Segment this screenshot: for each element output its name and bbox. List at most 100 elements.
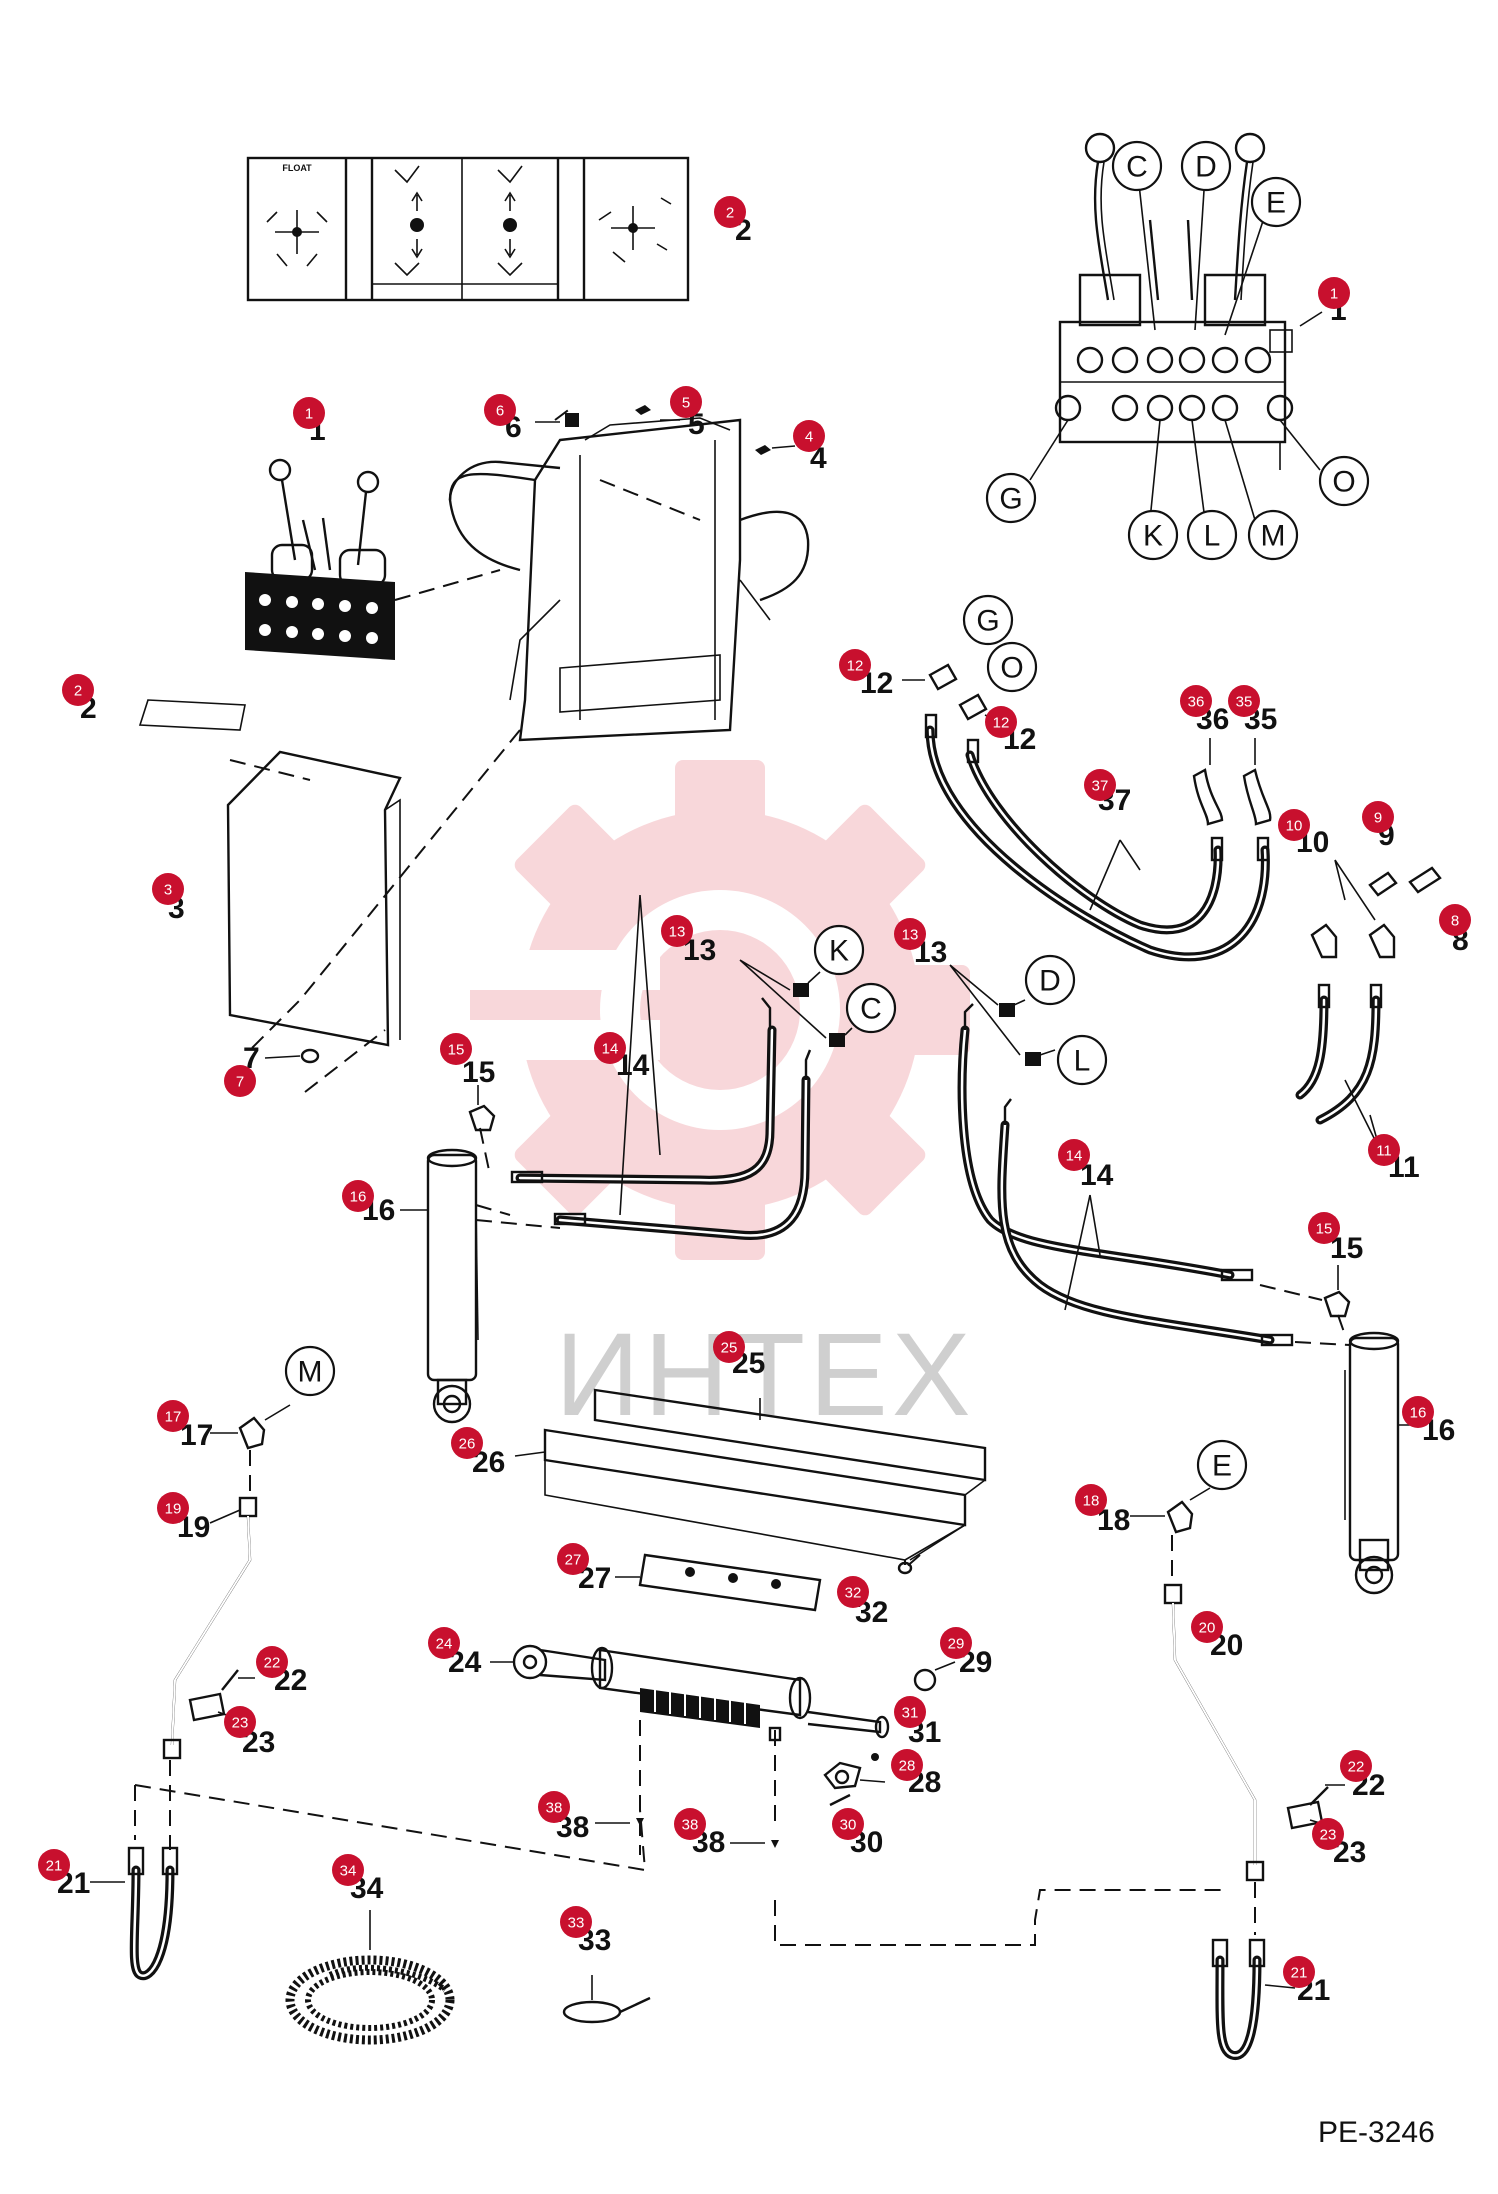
- decal-small: [138, 699, 246, 731]
- svg-text:10: 10: [1286, 818, 1303, 835]
- svg-text:38: 38: [546, 1800, 563, 1817]
- badge-19: 19: [157, 1492, 189, 1524]
- port-circle-M-top: M: [1247, 509, 1299, 561]
- svg-text:34: 34: [340, 1863, 357, 1880]
- grease-fittings-38: [595, 1818, 779, 1848]
- badge-32: 32: [837, 1576, 869, 1608]
- badge-11: 11: [1368, 1134, 1400, 1166]
- port-circle-D-top: D: [1180, 140, 1232, 192]
- svg-text:22: 22: [264, 1655, 281, 1672]
- svg-text:22: 22: [1348, 1759, 1365, 1776]
- svg-text:13: 13: [902, 927, 919, 944]
- port-circle-L-top: L: [1186, 509, 1238, 561]
- part-7-nut: [300, 1048, 320, 1064]
- svg-text:35: 35: [1236, 694, 1253, 711]
- part-5-bolt: [635, 405, 651, 415]
- badge-2-decal: 2: [714, 196, 746, 228]
- badge-22-left: 22: [256, 1646, 288, 1678]
- port-circle-C: C: [845, 982, 897, 1034]
- svg-text:7: 7: [236, 1074, 244, 1091]
- fitting-15-right: [1259, 1265, 1351, 1336]
- port-circle-O: O: [986, 641, 1038, 693]
- svg-text:27: 27: [565, 1552, 582, 1569]
- port-circle-G-top: G: [985, 472, 1037, 524]
- decal-float-label: FLOAT: [282, 163, 312, 173]
- badge-17: 17: [157, 1400, 189, 1432]
- svg-text:30: 30: [840, 1817, 857, 1834]
- badge-16-left: 16: [342, 1180, 374, 1212]
- badge-15-left: 15: [440, 1033, 472, 1065]
- badge-12-b: 12: [985, 706, 1017, 738]
- svg-text:8: 8: [1451, 913, 1459, 930]
- port-circle-C-top: C: [1111, 140, 1163, 192]
- svg-text:29: 29: [948, 1636, 965, 1653]
- badge-2-small: 2: [62, 674, 94, 706]
- svg-text:K: K: [1143, 520, 1163, 553]
- badge-13-right: 13: [894, 918, 926, 950]
- watermark-gear-logo: [450, 760, 970, 1260]
- fittings-35-36: [1192, 738, 1272, 826]
- fittings-13-left: [739, 959, 853, 1047]
- badge-18: 18: [1075, 1484, 1107, 1516]
- decal-panel: FLOAT: [246, 156, 690, 302]
- badge-38-left: 38: [538, 1791, 570, 1823]
- cable-tie-33: [562, 1975, 651, 2024]
- svg-text:3: 3: [164, 882, 172, 899]
- svg-text:14: 14: [1066, 1148, 1083, 1165]
- badge-4: 4: [793, 420, 825, 452]
- svg-text:38: 38: [682, 1817, 699, 1834]
- svg-text:28: 28: [899, 1758, 916, 1775]
- svg-text:12: 12: [993, 715, 1010, 732]
- svg-text:14: 14: [602, 1041, 619, 1058]
- svg-text:1: 1: [305, 406, 313, 423]
- pin-28-29-30: [823, 1661, 956, 1807]
- steering-cylinder-24: [490, 1644, 890, 1855]
- svg-text:23: 23: [232, 1715, 249, 1732]
- fitting-15-left: [468, 1085, 496, 1176]
- svg-text:19: 19: [165, 1501, 182, 1518]
- badge-16-right: 16: [1402, 1396, 1434, 1428]
- badge-24: 24: [428, 1627, 460, 1659]
- svg-text:O: O: [1332, 466, 1355, 499]
- badge-27: 27: [557, 1543, 589, 1575]
- svg-text:21: 21: [46, 1858, 63, 1875]
- badge-13-left: 13: [661, 915, 693, 947]
- svg-text:L: L: [1074, 1045, 1091, 1078]
- svg-text:2: 2: [726, 205, 734, 222]
- cylinder-16-left: [400, 1148, 561, 1424]
- svg-text:12: 12: [847, 658, 864, 675]
- cylinder-16-right: [1294, 1331, 1420, 1595]
- svg-text:16: 16: [1410, 1405, 1427, 1422]
- svg-text:23: 23: [1320, 1827, 1337, 1844]
- svg-text:24: 24: [436, 1636, 453, 1653]
- badge-7: 7: [224, 1065, 256, 1097]
- svg-text:4: 4: [805, 429, 813, 446]
- control-frame: [448, 417, 810, 742]
- badge-26: 26: [451, 1427, 483, 1459]
- svg-text:15: 15: [462, 1056, 495, 1089]
- svg-text:E: E: [1212, 1450, 1232, 1483]
- port-circle-K-top: K: [1127, 509, 1179, 561]
- part-6-clip: [565, 413, 579, 427]
- badge-33: 33: [560, 1906, 592, 1938]
- badge-10: 10: [1278, 809, 1310, 841]
- hoses-37: [924, 713, 1270, 962]
- svg-text:16: 16: [350, 1189, 367, 1206]
- hose-21-right: [1211, 1938, 1296, 2060]
- badge-30: 30: [832, 1808, 864, 1840]
- badge-20: 20: [1191, 1611, 1223, 1643]
- badge-1-valve-left: 1: [293, 397, 325, 429]
- badge-25: 25: [713, 1331, 745, 1363]
- svg-text:37: 37: [1092, 778, 1109, 795]
- port-circle-E: E: [1196, 1439, 1248, 1491]
- badge-28: 28: [891, 1749, 923, 1781]
- cover-plate: [226, 750, 402, 1047]
- port-circle-O-top: O: [1318, 455, 1370, 507]
- badge-9: 9: [1362, 801, 1394, 833]
- badge-31: 31: [894, 1696, 926, 1728]
- sleeve-34: [285, 1910, 455, 2045]
- port-circle-K: K: [813, 924, 865, 976]
- badge-14-right: 14: [1058, 1139, 1090, 1171]
